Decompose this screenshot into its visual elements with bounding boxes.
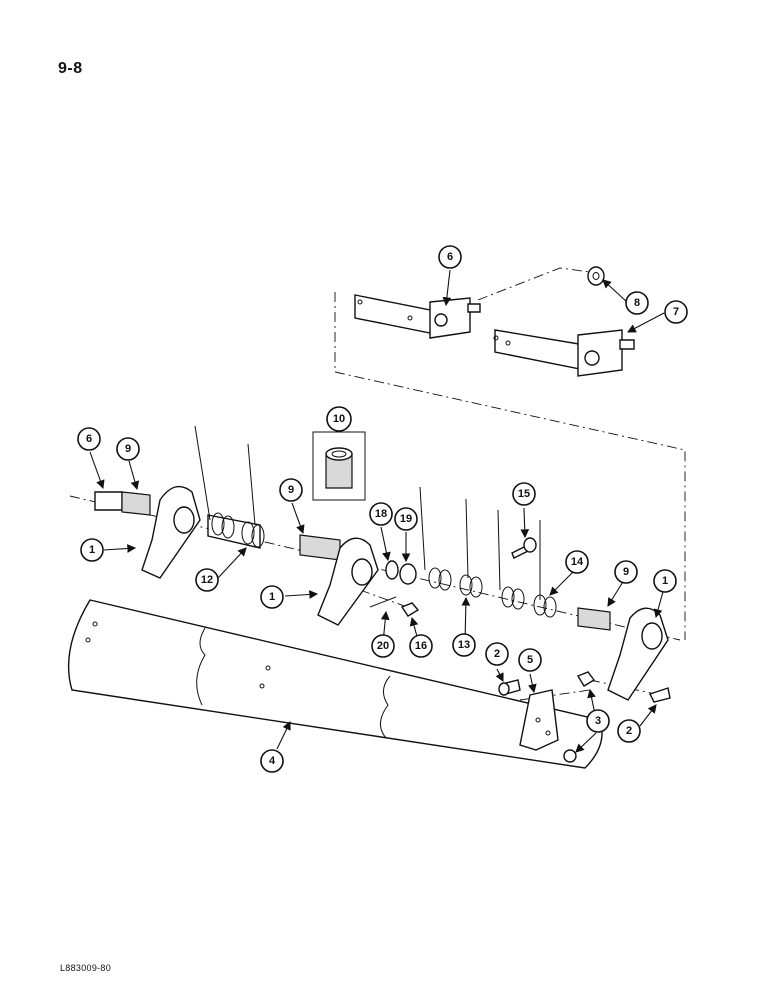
shaft-assembly <box>94 485 669 701</box>
svg-text:6: 6 <box>86 433 92 445</box>
nut-3 <box>563 671 596 763</box>
callout-1-left: 1 <box>80 538 104 562</box>
callout-9-center: 9 <box>279 478 303 502</box>
svg-text:20: 20 <box>377 640 389 652</box>
washer-8 <box>587 266 605 286</box>
svg-text:16: 16 <box>415 640 427 652</box>
svg-text:13: 13 <box>458 639 470 651</box>
svg-text:1: 1 <box>89 544 95 556</box>
callout-1-right: 1 <box>653 569 677 593</box>
upper-bracket-6 <box>354 294 481 339</box>
callout-14: 14 <box>565 550 589 574</box>
callout-9-left: 9 <box>116 437 140 461</box>
svg-text:2: 2 <box>626 725 632 737</box>
svg-text:9: 9 <box>288 484 294 496</box>
svg-text:19: 19 <box>400 513 412 525</box>
svg-text:9: 9 <box>125 443 131 455</box>
svg-text:3: 3 <box>595 715 601 727</box>
svg-text:6: 6 <box>447 251 453 263</box>
clamp-5 <box>519 689 559 751</box>
callout-2-left: 2 <box>485 642 509 666</box>
callout-6-top: 6 <box>438 245 462 269</box>
svg-text:10: 10 <box>333 413 345 425</box>
svg-text:2: 2 <box>494 648 500 660</box>
callout-10: 10 <box>326 406 352 432</box>
figure-code: L883009-80 <box>60 963 112 973</box>
bolt-2-left <box>498 679 521 696</box>
callout-3: 3 <box>586 709 610 733</box>
svg-text:5: 5 <box>527 654 533 666</box>
svg-text:4: 4 <box>269 755 276 767</box>
svg-text:15: 15 <box>518 488 530 500</box>
callout-9-right: 9 <box>614 560 638 584</box>
callout-12: 12 <box>195 568 219 592</box>
callout-8: 8 <box>625 291 649 315</box>
callout-16: 16 <box>409 634 433 658</box>
callout-18: 18 <box>369 502 393 526</box>
callout-2-right: 2 <box>617 719 641 743</box>
tube-4 <box>67 599 603 769</box>
svg-text:9: 9 <box>623 566 629 578</box>
svg-text:14: 14 <box>571 556 584 568</box>
callout-4: 4 <box>260 749 284 773</box>
callout-7: 7 <box>664 300 688 324</box>
svg-text:8: 8 <box>634 297 640 309</box>
bushing-inset-10 <box>312 431 366 501</box>
callout-13: 13 <box>452 633 476 657</box>
svg-text:1: 1 <box>662 575 668 587</box>
callout-20: 20 <box>371 634 395 658</box>
callout-5: 5 <box>518 648 542 672</box>
svg-text:1: 1 <box>269 591 275 603</box>
upper-bracket-7 <box>493 329 635 377</box>
callout-19: 19 <box>394 507 418 531</box>
svg-text:12: 12 <box>201 574 213 586</box>
indicator-lines <box>194 425 541 600</box>
svg-text:7: 7 <box>673 306 679 318</box>
callout-15: 15 <box>512 482 536 506</box>
page-number: 9-8 <box>58 60 83 77</box>
callout-1-center: 1 <box>260 585 284 609</box>
callout-6-left: 6 <box>77 427 101 451</box>
bolt-2-right <box>649 687 671 703</box>
svg-text:18: 18 <box>375 508 387 520</box>
